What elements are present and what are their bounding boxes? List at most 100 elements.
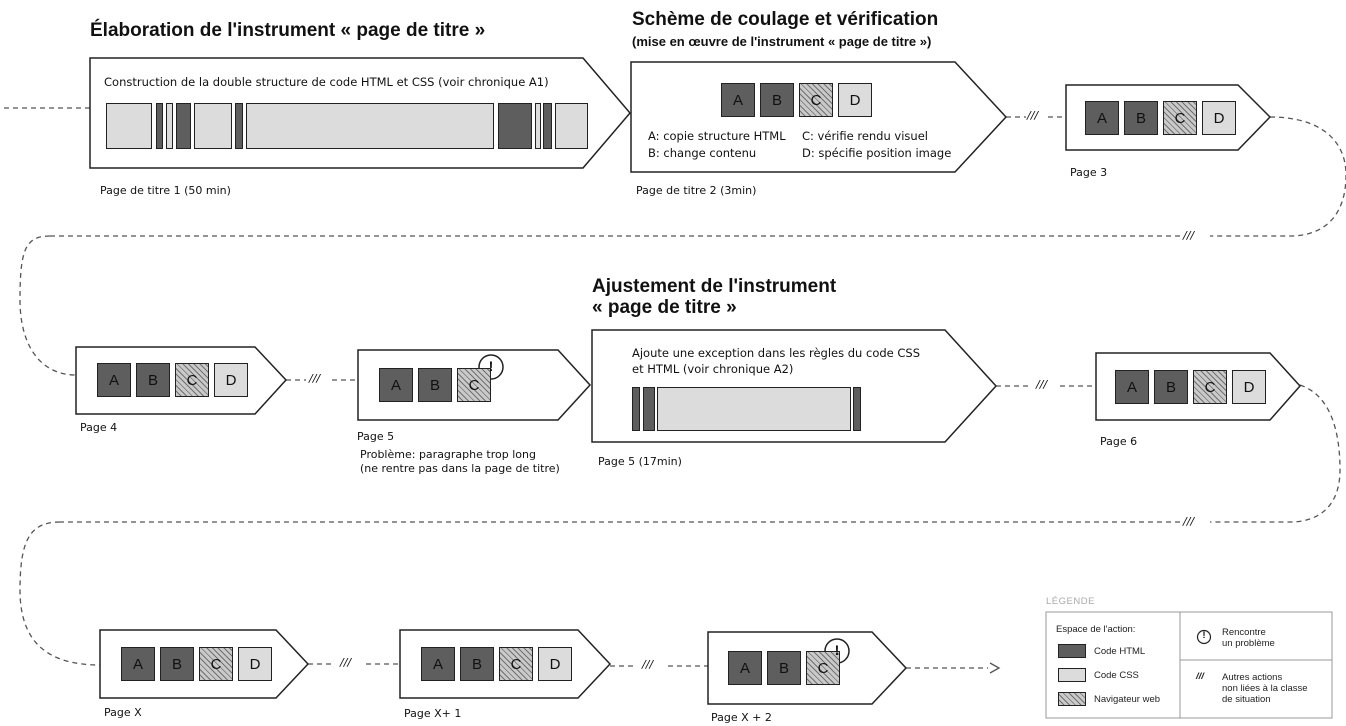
action-b: B <box>136 363 170 397</box>
action-b: B <box>460 647 494 681</box>
box4-caption: Page 4 <box>80 421 118 434</box>
other-actions-mark: /// <box>1027 109 1039 122</box>
box2-legend-b: B: change contenu <box>648 146 757 160</box>
action-d: D <box>1232 370 1266 404</box>
action-a: A <box>721 83 755 117</box>
box5-caption: Page 5 <box>357 430 395 443</box>
css-segment <box>246 103 494 149</box>
action-d: D <box>214 363 248 397</box>
action-b: B <box>418 368 452 402</box>
html-segment <box>235 103 243 149</box>
html-segment <box>853 387 861 431</box>
boxx-caption: Page X <box>104 706 142 719</box>
css-segment <box>535 103 541 149</box>
legend-html-label: Code HTML <box>1094 646 1146 657</box>
box3-caption: Page 3 <box>1070 166 1108 179</box>
legend-problem-icon <box>1196 629 1212 645</box>
action-a: A <box>421 647 455 681</box>
other-actions-mark: /// <box>340 656 352 669</box>
action-d: D <box>838 83 872 117</box>
action-d: D <box>538 647 572 681</box>
other-actions-mark: /// <box>1036 378 1048 391</box>
legend-css-label: Code CSS <box>1094 670 1139 681</box>
action-c: C <box>1163 101 1197 135</box>
problem-mark: ! <box>488 358 494 374</box>
action-c: C <box>175 363 209 397</box>
dashed-curve <box>19 235 77 376</box>
legend-other-2: non liées à la classe <box>1222 683 1308 694</box>
box2-legend-d: D: spécifie position image <box>802 146 952 160</box>
other-actions-mark: /// <box>1183 515 1195 528</box>
action-a: A <box>121 647 155 681</box>
action-b: B <box>767 651 801 685</box>
legend-css-swatch <box>1058 668 1086 682</box>
css-segment <box>194 103 232 149</box>
box2-legend-a: A: copie structure HTML <box>648 129 786 143</box>
arrowhead-icon <box>989 662 1001 674</box>
legend-title: LÉGENDE <box>1046 596 1095 607</box>
legend-other-1: Autres actions <box>1222 672 1283 683</box>
action-a: A <box>728 651 762 685</box>
action-b: B <box>1154 370 1188 404</box>
action-c: C <box>799 83 833 117</box>
action-d: D <box>238 647 272 681</box>
action-b: B <box>1124 101 1158 135</box>
box2-legend-c: C: vérifie rendu visuel <box>802 129 928 143</box>
legend-html-swatch <box>1058 644 1086 658</box>
html-segment <box>176 103 191 149</box>
dashed-curve <box>1210 116 1346 237</box>
dashed-curve <box>1210 384 1341 523</box>
ajustement-description-2: et HTML (voir chronique A2) <box>632 362 794 376</box>
ajustement-description-1: Ajoute une exception dans les règles du … <box>632 346 921 360</box>
action-a: A <box>97 363 131 397</box>
html-segment <box>498 103 532 149</box>
css-segment <box>555 103 588 149</box>
legend-space-title: Espace de l'action: <box>1056 624 1136 635</box>
box6-caption: Page 6 <box>1100 435 1138 448</box>
legend-other-mark: /// <box>1196 671 1204 682</box>
boxx2-caption: Page X + 2 <box>711 711 772 724</box>
other-actions-mark: /// <box>1183 229 1195 242</box>
action-b: B <box>160 647 194 681</box>
problem-mark: ! <box>834 642 840 658</box>
dashed-curve <box>19 521 101 666</box>
action-c: C <box>457 368 491 402</box>
html-segment <box>543 103 552 149</box>
heading-ajustement-1: Ajustement de l'instrument <box>592 276 837 297</box>
action-a: A <box>1115 370 1149 404</box>
box1-description: Construction de la double structure de c… <box>104 75 549 89</box>
css-segment <box>106 103 152 149</box>
box2-caption: Page de titre 2 (3min) <box>636 184 757 197</box>
html-segment <box>643 387 655 431</box>
legend-other-3: de situation <box>1222 694 1271 705</box>
css-segment <box>657 387 851 431</box>
other-actions-mark: /// <box>309 372 321 385</box>
other-actions-mark: /// <box>642 658 654 671</box>
action-c: C <box>499 647 533 681</box>
html-segment <box>156 103 163 149</box>
action-a: A <box>379 368 413 402</box>
heading-ajustement-2: « page de titre » <box>592 297 737 318</box>
legend-nav-swatch <box>1058 692 1086 706</box>
box1-caption: Page de titre 1 (50 min) <box>100 184 231 197</box>
action-a: A <box>1085 101 1119 135</box>
html-segment <box>632 387 640 431</box>
legend-problem-2: un problème <box>1222 638 1275 649</box>
legend-nav-label: Navigateur web <box>1094 694 1161 705</box>
action-d: D <box>1202 101 1236 135</box>
boxx1-caption: Page X+ 1 <box>404 707 462 720</box>
heading-scheme-sub: (mise en œuvre de l'instrument « page de… <box>632 34 932 49</box>
css-segment <box>166 103 173 149</box>
heading-scheme: Schème de coulage et vérification <box>632 9 939 30</box>
action-c: C <box>1193 370 1227 404</box>
action-c: C <box>806 651 840 685</box>
legend-frame <box>1045 611 1333 719</box>
action-b: B <box>760 83 794 117</box>
ajustement-caption: Page 5 (17min) <box>598 455 682 468</box>
box5-problem-2: (ne rentre pas dans la page de titre) <box>360 462 560 475</box>
legend-problem-mark: ! <box>1202 630 1206 640</box>
legend-problem-1: Rencontre <box>1222 627 1266 638</box>
heading-elaboration: Élaboration de l'instrument « page de ti… <box>90 20 486 41</box>
box5-problem-1: Problème: paragraphe trop long <box>360 448 536 461</box>
action-c: C <box>199 647 233 681</box>
